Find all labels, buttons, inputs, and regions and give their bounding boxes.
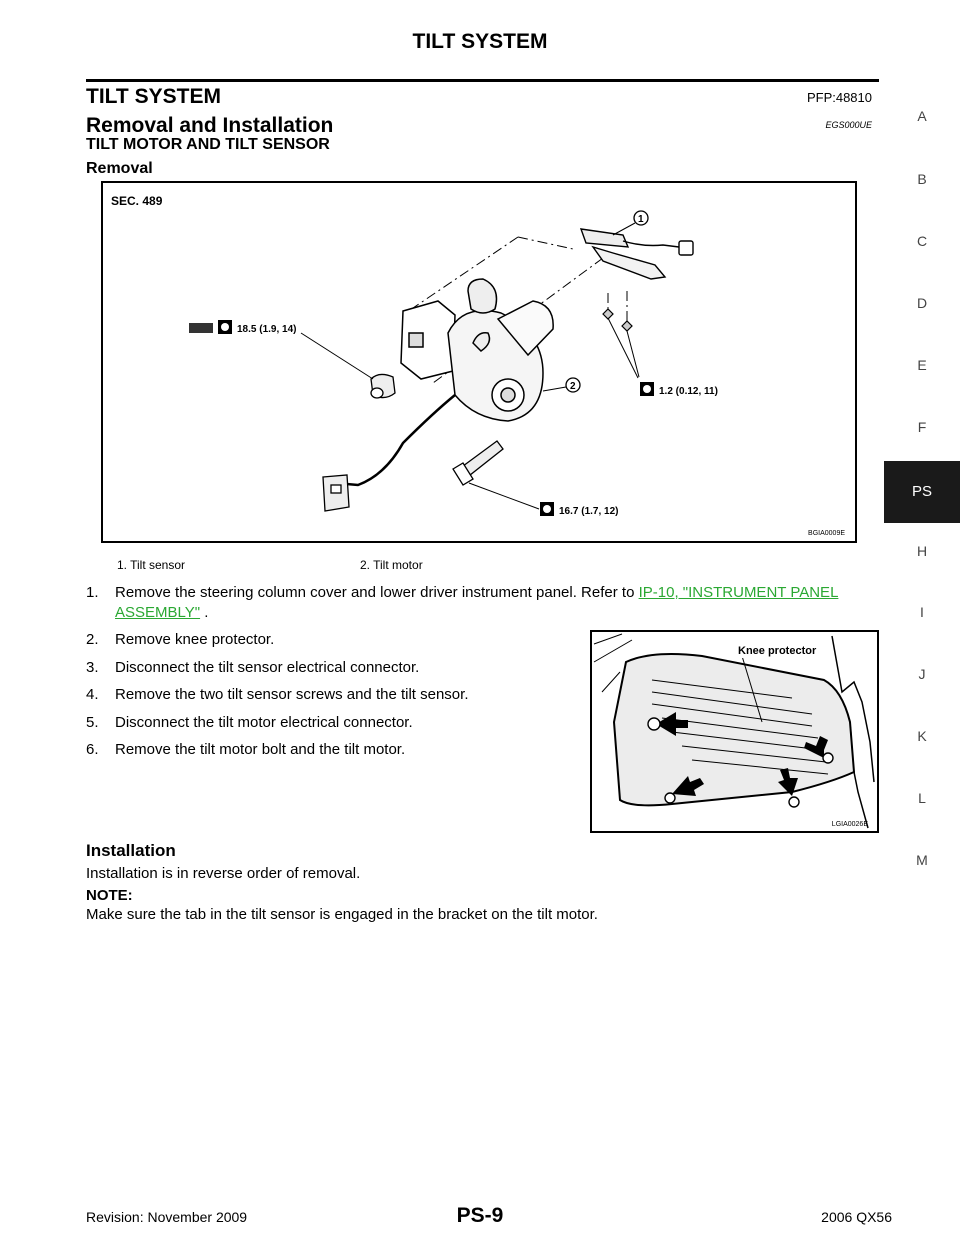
step-text: Disconnect the tilt sensor electrical co… — [115, 658, 420, 676]
tab-f[interactable]: F — [917, 419, 927, 435]
pfp-code: PFP:48810 — [806, 90, 872, 105]
step-text: Remove knee protector. — [115, 631, 275, 648]
motor-connector — [322, 474, 350, 512]
footer-revision: Revision: November 2009 — [86, 1209, 248, 1225]
knee-protector-diagram: Knee protector LGIA0026E — [592, 632, 877, 831]
tilt-motor-part — [400, 278, 554, 422]
tab-l[interactable]: L — [918, 790, 926, 806]
page-header-title: TILT SYSTEM — [412, 30, 548, 53]
step-number: 2. — [86, 631, 99, 648]
tab-h[interactable]: H — [916, 543, 928, 559]
removal-steps: 1. Remove the steering column cover and … — [86, 583, 881, 768]
step-number: 5. — [86, 713, 99, 731]
tab-e[interactable]: E — [917, 357, 927, 373]
tab-a[interactable]: A — [917, 108, 927, 124]
step-3: 3. Disconnect the tilt sensor electrical… — [86, 658, 585, 678]
screw — [602, 308, 614, 320]
installation-text: Installation is in reverse order of remo… — [86, 865, 361, 882]
removal-heading: Removal — [86, 160, 153, 177]
step-text: Disconnect the tilt motor electrical con… — [115, 713, 413, 731]
torque-label-c: 16.7 (1.7, 12) — [559, 506, 618, 517]
clip-point — [788, 796, 800, 808]
step-4: 4. Remove the two tilt sensor screws and… — [86, 685, 585, 705]
torque-label-b: 1.2 (0.12, 11) — [659, 386, 718, 397]
step-text: . — [200, 603, 209, 621]
component-heading: TILT MOTOR AND TILT SENSOR — [86, 136, 330, 153]
guide-line — [517, 236, 574, 250]
step-2: 2. Remove knee protector. — [86, 630, 585, 650]
step-text: Remove the tilt motor bolt and the tilt … — [115, 741, 406, 758]
subsection-title: Removal and Installation — [86, 114, 334, 137]
note-text: Make sure the tab in the tilt sensor is … — [86, 906, 598, 923]
callout-2: 2 — [570, 381, 576, 392]
tilt-exploded-figure: SEC. 489 1 — [101, 181, 857, 543]
callout-1-circle — [633, 210, 649, 226]
sec-label: SEC. 489 — [111, 194, 163, 208]
step-number: 4. — [86, 686, 99, 703]
bolt-left — [370, 373, 396, 399]
tilt-diagram: SEC. 489 1 — [111, 194, 845, 537]
footer-page-number: PS-9 — [456, 1204, 504, 1227]
tab-j[interactable]: J — [918, 666, 926, 682]
step-number: 6. — [86, 741, 99, 758]
step-number: 1. — [86, 584, 99, 601]
step-text: Remove the steering column cover and low… — [115, 584, 639, 601]
tab-i[interactable]: I — [920, 604, 924, 620]
legend-item-1: 1. Tilt sensor — [117, 558, 186, 572]
step-6: 6. Remove the tilt motor bolt and the ti… — [86, 740, 585, 760]
tab-k[interactable]: K — [917, 728, 927, 744]
step-1: 1. Remove the steering column cover and … — [86, 583, 881, 622]
ip-10-link[interactable]: IP-10, "INSTRUMENT PANEL ASSEMBLY" — [115, 584, 839, 621]
section-title: TILT SYSTEM — [86, 85, 221, 108]
tab-c[interactable]: C — [916, 233, 928, 249]
installation-heading: Installation — [86, 841, 176, 860]
tab-d[interactable]: D — [916, 295, 928, 311]
figure-code: BGIA0009E — [808, 530, 845, 537]
knee-protector-figure: Knee protector LGIA0026E — [590, 630, 879, 833]
guide-line — [412, 236, 519, 309]
callout-2-circle — [565, 377, 581, 393]
callout-1: 1 — [638, 214, 644, 225]
tab-ps-active[interactable]: PS — [884, 461, 960, 523]
clip-point — [647, 717, 661, 731]
step-5: 5. Disconnect the tilt motor electrical … — [86, 713, 585, 733]
grease-icon — [189, 323, 213, 333]
step-number: 3. — [86, 658, 99, 676]
footer-model: 2006 QX56 — [821, 1209, 892, 1225]
arrow-icon — [656, 712, 828, 796]
tab-m[interactable]: M — [916, 852, 928, 868]
figure2-code: LGIA0026E — [832, 821, 869, 828]
knee-protector-label: Knee protector — [738, 645, 817, 657]
tilt-sensor-part — [579, 228, 694, 280]
torque-label-a: 18.5 (1.9, 14) — [237, 324, 296, 335]
header-rule — [86, 79, 879, 82]
subsection-code: EGS000UE — [825, 120, 872, 130]
knee-protector-panel — [612, 653, 856, 807]
note-label: NOTE: — [86, 887, 133, 904]
clip-point — [664, 792, 676, 804]
clip-point — [822, 752, 834, 764]
screw — [621, 320, 633, 332]
tab-b[interactable]: B — [917, 171, 927, 187]
motor-harness — [334, 394, 456, 487]
step-text: Remove the two tilt sensor screws and th… — [115, 686, 469, 703]
motor-bolt — [452, 440, 504, 486]
legend-item-2: 2. Tilt motor — [360, 558, 423, 572]
